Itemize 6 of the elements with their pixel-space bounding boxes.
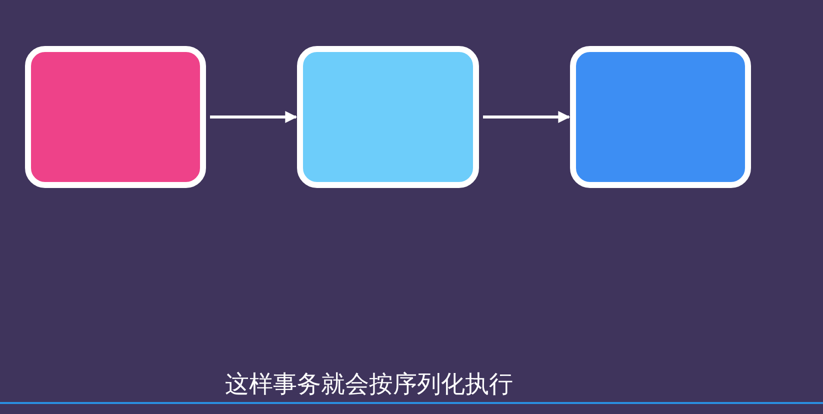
box-box [570,46,751,188]
box-box [25,46,206,188]
arrow [483,111,570,123]
arrow [210,111,298,123]
box-box [297,46,479,188]
subtitle-text: 这样事务就会按序列化执行 [225,369,513,400]
